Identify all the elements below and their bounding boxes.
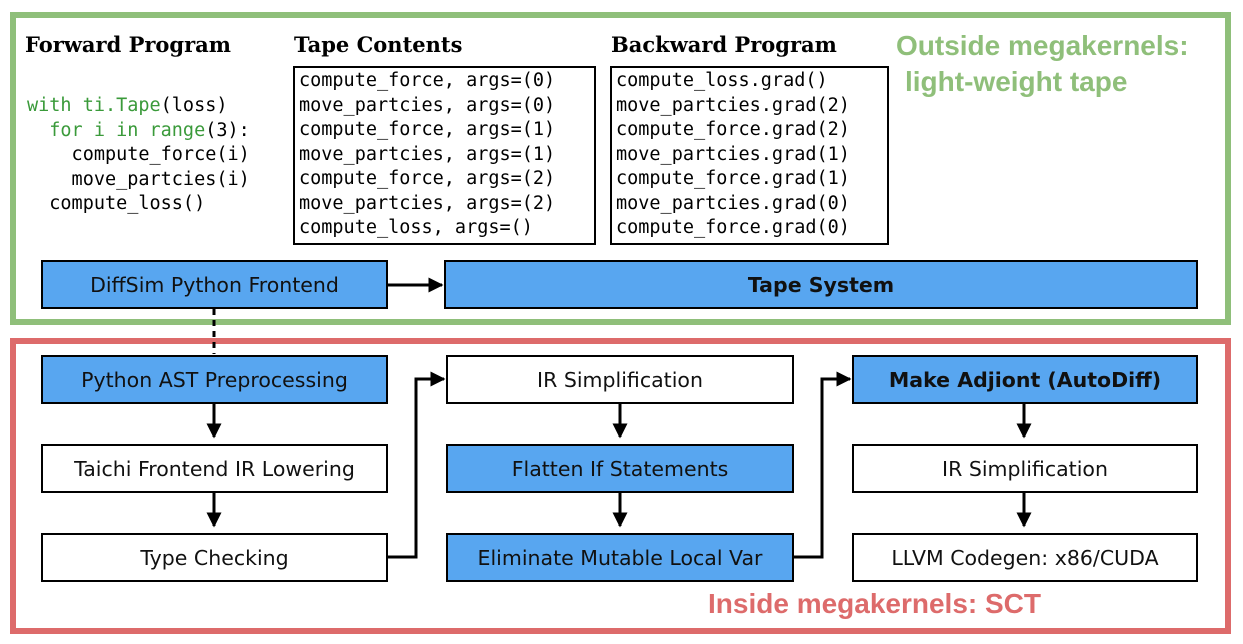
code-text: (3): bbox=[205, 119, 250, 141]
code-keyword: for i in range bbox=[27, 119, 206, 141]
forward-program-code: with ti.Tape(loss) for i in range(3): co… bbox=[27, 94, 250, 217]
type-checking-box: Type Checking bbox=[41, 533, 388, 582]
forward-code-line: for i in range(3): bbox=[27, 119, 250, 144]
tape-system-box: Tape System bbox=[444, 260, 1198, 309]
code-text: move_partcies(i) bbox=[27, 168, 250, 190]
eliminate-mutable-local-var-box: Eliminate Mutable Local Var bbox=[446, 533, 794, 582]
forward-code-line: move_partcies(i) bbox=[27, 168, 250, 193]
code-keyword: with ti.Tape bbox=[27, 95, 161, 116]
tape-entry: compute_force, args=(2) bbox=[299, 168, 556, 189]
frontend-ir-lowering-box: Taichi Frontend IR Lowering bbox=[41, 444, 388, 493]
tape-entry: move_partcies, args=(1) bbox=[299, 143, 556, 165]
forward-code-line: with ti.Tape(loss) bbox=[27, 94, 250, 119]
tape-entry: move_partcies, args=(0) bbox=[299, 94, 556, 116]
inside-megakernels-group bbox=[10, 338, 1231, 634]
tape-entry: compute_loss, args=() bbox=[299, 217, 533, 238]
backward-entry: compute_loss.grad() bbox=[616, 70, 828, 91]
tape-contents-title: Tape Contents bbox=[294, 32, 463, 57]
flatten-if-statements-box: Flatten If Statements bbox=[446, 444, 794, 493]
make-adjoint-box: Make Adjiont (AutoDiff) bbox=[852, 355, 1198, 404]
ir-simplification-box-1: IR Simplification bbox=[446, 355, 794, 404]
backward-entry: compute_force.grad(1) bbox=[616, 168, 850, 189]
code-text: (loss) bbox=[160, 95, 228, 116]
backward-entry: move_partcies.grad(0) bbox=[616, 192, 850, 214]
backward-entry: move_partcies.grad(2) bbox=[616, 94, 850, 116]
ir-simplification-box-2: IR Simplification bbox=[852, 444, 1198, 493]
tape-contents-list: compute_force, args=(0) move_partcies, ar… bbox=[293, 66, 596, 245]
backward-entry: move_partcies.grad(1) bbox=[616, 143, 850, 165]
backward-entry: compute_force.grad(0) bbox=[616, 217, 850, 238]
llvm-codegen-box: LLVM Codegen: x86/CUDA bbox=[852, 533, 1198, 582]
code-text: compute_loss() bbox=[27, 193, 206, 214]
code-text: compute_force(i) bbox=[27, 144, 250, 165]
arrow-typecheck-to-irsimp bbox=[388, 371, 446, 559]
forward-code-line: compute_loss() bbox=[27, 192, 250, 217]
tape-entry: move_partcies, args=(2) bbox=[299, 192, 556, 214]
forward-code-line: compute_force(i) bbox=[27, 143, 250, 168]
tape-entry: compute_force, args=(0) bbox=[299, 70, 556, 91]
diffsim-frontend-box: DiffSim Python Frontend bbox=[41, 260, 388, 309]
outside-label-line2: light-weight tape bbox=[905, 66, 1128, 97]
backward-program-list: compute_loss.grad() move_partcies.grad(2)… bbox=[610, 66, 889, 245]
arrow-eliminate-to-adjoint bbox=[794, 371, 852, 559]
backward-entry: compute_force.grad(2) bbox=[616, 119, 850, 140]
outside-megakernels-group bbox=[10, 12, 1231, 325]
inside-label: Inside megakernels: SCT bbox=[708, 588, 1042, 619]
outside-label-line1: Outside megakernels: bbox=[896, 30, 1189, 61]
forward-program-title: Forward Program bbox=[25, 32, 232, 57]
python-ast-preprocessing-box: Python AST Preprocessing bbox=[41, 355, 388, 404]
backward-program-title: Backward Program bbox=[611, 32, 837, 57]
tape-entry: compute_force, args=(1) bbox=[299, 119, 556, 140]
